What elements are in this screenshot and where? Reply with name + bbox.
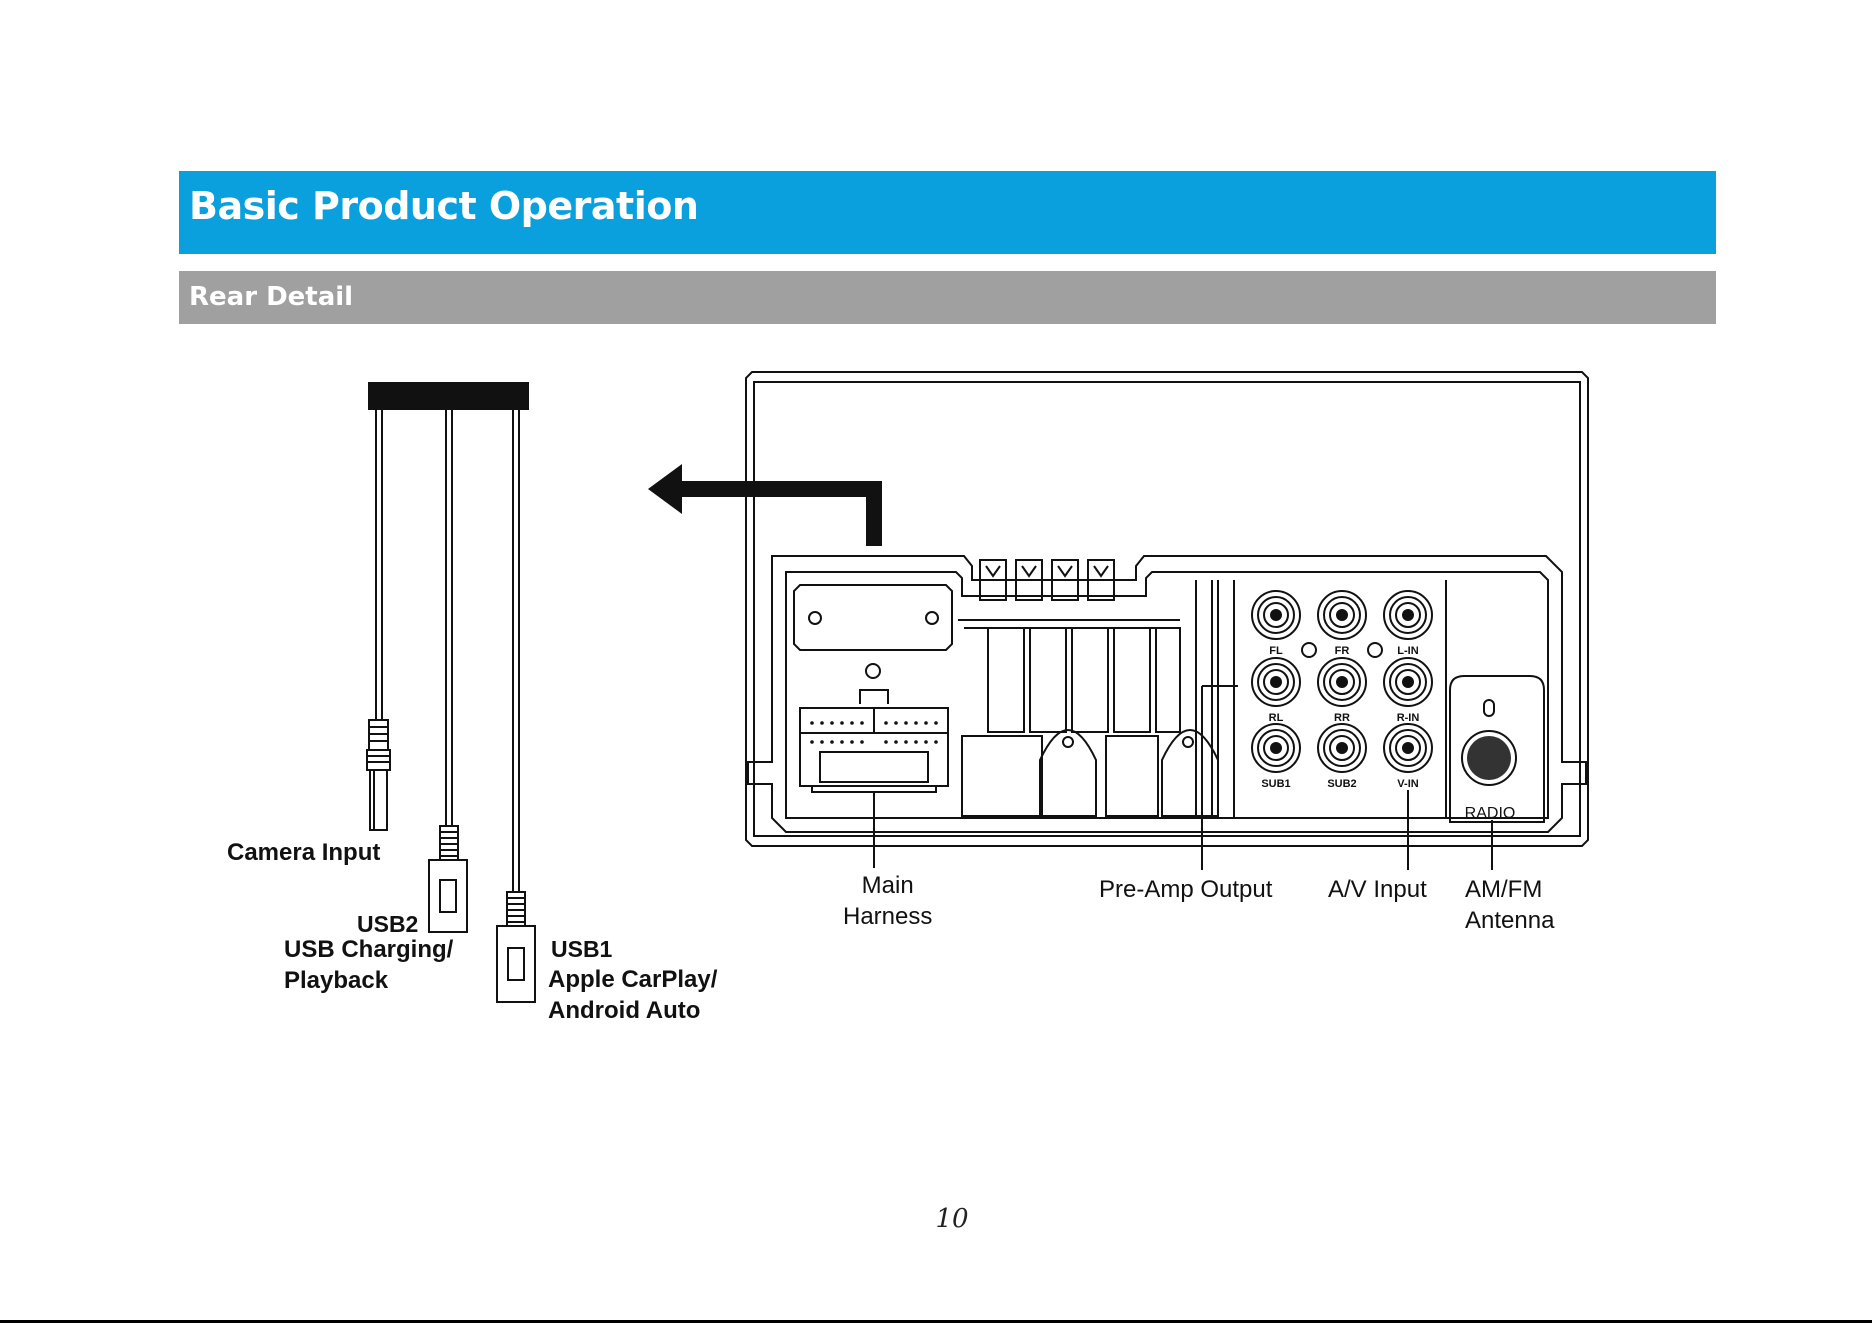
page-number: 10	[922, 1204, 982, 1234]
rca-jack-label: R-IN	[1397, 712, 1420, 724]
rca-jack-label: SUB2	[1327, 778, 1356, 790]
rca-jack-rr	[1318, 658, 1366, 706]
rca-jack-label: RL	[1269, 712, 1284, 724]
cable-junction-block	[368, 382, 529, 410]
radio-antenna-section	[1450, 676, 1544, 822]
main-harness-label: Main Harness	[843, 870, 932, 932]
rca-jack-label: L-IN	[1397, 645, 1418, 657]
direction-arrow	[648, 464, 882, 546]
usb1-plug	[497, 892, 535, 1002]
rca-jack-fr	[1318, 591, 1366, 639]
am-fm-antenna-label: AM/FM Antenna	[1465, 874, 1554, 936]
rca-jack-label: RR	[1334, 712, 1350, 724]
rca-jack-label: FR	[1335, 645, 1350, 657]
usb2-plug	[429, 826, 467, 932]
indicator-hole	[1302, 643, 1316, 657]
av-input-label: A/V Input	[1328, 874, 1427, 905]
camera-input-label: Camera Input	[227, 837, 380, 868]
usb2-description: USB Charging/ Playback	[284, 934, 453, 996]
rca-jack-label: V-IN	[1397, 778, 1418, 790]
rca-jack-v-in	[1384, 724, 1432, 772]
usb1-label: USB1	[551, 934, 612, 965]
rca-jack-rl	[1252, 658, 1300, 706]
indicator-hole	[1368, 643, 1382, 657]
camera-rca-plug	[367, 720, 390, 830]
main-harness-connector	[794, 585, 952, 792]
rca-jack-label: FL	[1269, 645, 1283, 657]
usb1-description: Apple CarPlay/ Android Auto	[548, 964, 717, 1026]
rca-jack-sub1	[1252, 724, 1300, 772]
rca-jack-fl	[1252, 591, 1300, 639]
footer-rule	[0, 1320, 1872, 1323]
radio-jack-label: RADIO	[1465, 805, 1516, 822]
rca-jack-r-in	[1384, 658, 1432, 706]
preamp-output-label: Pre-Amp Output	[1099, 874, 1272, 905]
rca-jack-l-in	[1384, 591, 1432, 639]
rca-jack-label: SUB1	[1261, 778, 1290, 790]
heat-sink-fins	[958, 560, 1218, 818]
head-unit-rear-panel	[746, 372, 1588, 870]
rca-jacks	[1252, 591, 1432, 772]
rca-jack-sub2	[1318, 724, 1366, 772]
